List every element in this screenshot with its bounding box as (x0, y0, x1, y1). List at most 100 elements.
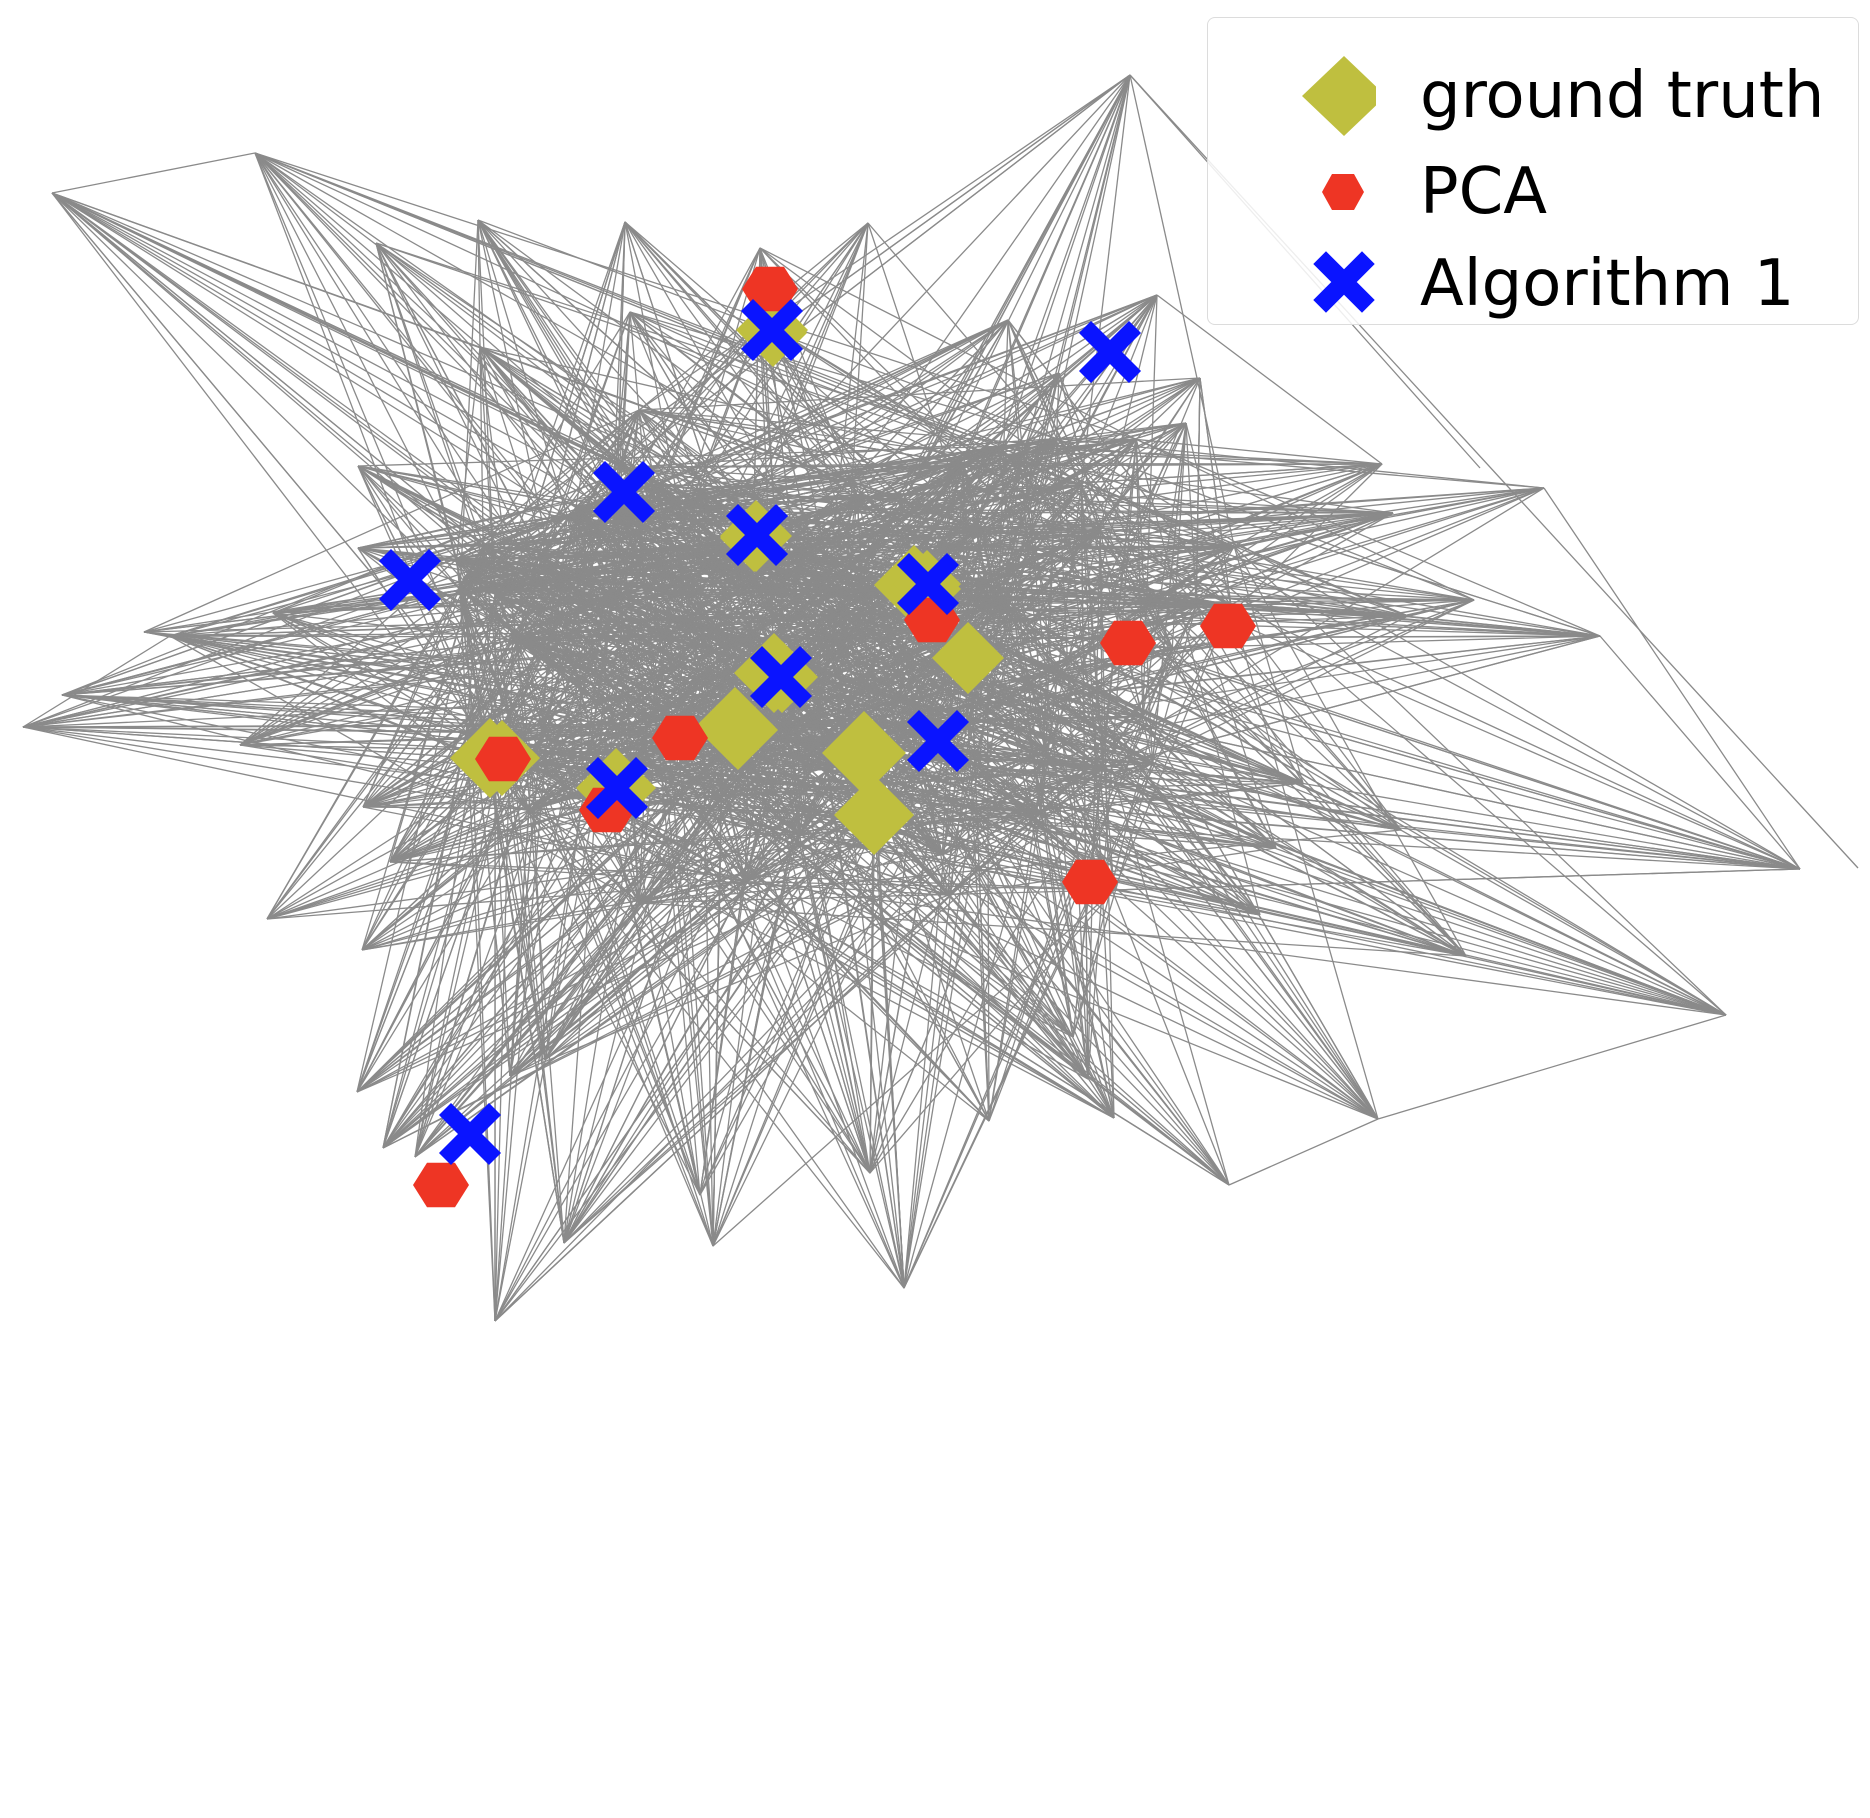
graph-edge (1055, 372, 1060, 439)
graph-edge (613, 462, 964, 492)
graph-edge (239, 545, 675, 746)
graph-edge (494, 545, 675, 596)
graph-edge (744, 881, 1230, 1186)
graph-edge (1080, 484, 1101, 532)
graph-edge (997, 445, 1173, 649)
graph-edge (903, 604, 1232, 1289)
graph-edge (998, 602, 1402, 831)
graph-edge (389, 809, 530, 863)
graph-edge (1056, 438, 1727, 1016)
graph-edge (479, 346, 726, 549)
pca-marker (413, 1162, 469, 1208)
graph-edge (942, 762, 1153, 856)
pca-marker (475, 736, 531, 782)
graph-edge (494, 581, 556, 596)
pca-marker (652, 715, 708, 761)
graph-edge (633, 437, 1057, 468)
graph-edge (655, 484, 678, 721)
graph-edge (477, 219, 568, 516)
graph-edge (1151, 422, 1187, 764)
graph-edge (1171, 647, 1467, 957)
graph-edge (616, 511, 1153, 764)
graph-edge (575, 506, 1115, 891)
graph-edge (1080, 74, 1131, 485)
graph-edge (531, 763, 905, 1289)
algorithm-1-marker (906, 709, 970, 773)
graph-edge (629, 311, 640, 411)
graph-edge (477, 219, 556, 582)
graph-edge (1099, 530, 1173, 649)
graph-edge (1056, 437, 1475, 601)
graph-edge (456, 558, 514, 634)
graph-edge (1012, 439, 1137, 611)
graph-edge (477, 219, 634, 468)
graph-edge (639, 889, 1115, 904)
graph-edge (531, 763, 800, 836)
graph-edge (1230, 599, 1475, 606)
graph-edge (541, 556, 678, 721)
graph-edge (528, 809, 746, 883)
graph-edge (254, 152, 1137, 441)
graph-edge (582, 797, 990, 1122)
graph-edge (745, 880, 1727, 1016)
graph-edge (966, 725, 1041, 815)
graph-edge (61, 694, 530, 812)
graph-edge (647, 723, 1230, 1186)
graph-edge (963, 529, 983, 639)
graph-edge (1072, 647, 1173, 1038)
graph-edge (962, 74, 1131, 464)
graph-edge (464, 545, 675, 577)
graph-edge (997, 446, 1047, 752)
graph-edge (357, 465, 617, 513)
graph-edge (791, 437, 1057, 536)
graph-edge (479, 346, 1082, 486)
graph-edge (389, 767, 745, 863)
graph-edge (1012, 609, 1042, 814)
graph-edge (1195, 604, 1277, 849)
graph-edge (776, 739, 905, 1289)
graph-edge (1040, 604, 1232, 815)
graph-edge (733, 545, 1235, 554)
graph-edge (791, 534, 1230, 1186)
graph-edge (528, 810, 640, 904)
graph-edge (459, 589, 584, 799)
graph-edge (494, 490, 614, 595)
graph-edge (1136, 438, 1601, 637)
graph-edge (947, 762, 1153, 896)
graph-edge (1045, 751, 1089, 1080)
graph-edge (632, 466, 920, 738)
graph-edge (616, 511, 876, 785)
graph-edge (1129, 74, 1235, 547)
graph-edge (542, 556, 835, 766)
graph-edge (869, 889, 1115, 1174)
graph-edge (612, 311, 631, 492)
graph-edge (614, 593, 649, 725)
graph-edge (1172, 635, 1601, 649)
graph-edge (509, 768, 1103, 1077)
graph-edge (789, 463, 964, 694)
graph-edge (676, 490, 700, 721)
graph-edge (486, 758, 1041, 815)
graph-edge (563, 767, 745, 1244)
graph-edge (531, 763, 746, 883)
graph-edge (356, 602, 999, 1093)
graph-edge (456, 462, 964, 560)
graph-edge (1099, 530, 1232, 606)
graph-edge (516, 640, 648, 725)
graph-edge (483, 545, 1231, 606)
graph-edge (1233, 546, 1304, 784)
graph-edge (638, 409, 1235, 548)
graph-edge (1136, 438, 1475, 601)
algorithm-1-marker (592, 460, 656, 524)
graph-edge (51, 152, 256, 194)
graph-edge (624, 221, 858, 496)
graph-edge (856, 494, 1235, 548)
graph-edge (616, 511, 832, 638)
graph-edge (375, 242, 543, 558)
graph-edge (362, 576, 466, 808)
graph-edge (1100, 512, 1394, 532)
graph-edge (563, 881, 746, 1244)
diamond-icon (1302, 56, 1376, 136)
graph-edge (1185, 422, 1232, 606)
graph-edge (566, 515, 836, 766)
